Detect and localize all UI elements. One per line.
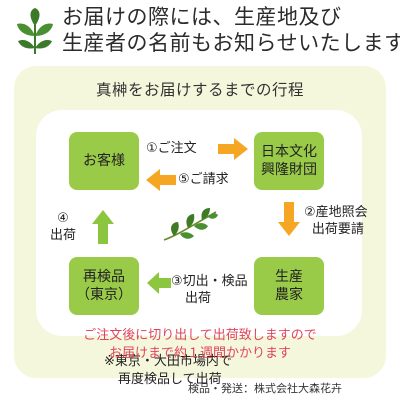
sakaki-leaf-logo-icon xyxy=(17,8,53,54)
arrow-request-down xyxy=(278,202,300,236)
step-5-label: ⑤ご請求 xyxy=(178,172,229,187)
arrow-order-right xyxy=(218,138,248,160)
step-2-label: ②産地照会 出荷要請 xyxy=(304,205,368,237)
arrow-ship-left xyxy=(147,272,171,294)
node-customer: お客様 xyxy=(69,132,139,190)
arrow-ship-up xyxy=(92,210,114,244)
node-culture-foundation: 日本文化 興隆財団 xyxy=(254,132,324,190)
reinspection-note: ※東京・大田市場内で 再度検品して出荷 xyxy=(104,354,232,387)
arrow-invoice-left xyxy=(146,169,176,191)
step-4-label: ④ 出荷 xyxy=(50,211,77,243)
headline-line-1: お届けの際には、生産地及び xyxy=(62,5,342,29)
header: お届けの際には、生産地及び 生産者の名前もお知らせいたします xyxy=(0,0,400,62)
footer-credit: 検品・発送：株式会社大森花卉 xyxy=(188,382,342,395)
process-panel: 真榊をお届けするまでの行程 お客様 日本文化 興隆財団 再検品 （東京） 生産 … xyxy=(14,66,386,387)
node-reinspection-tokyo: 再検品 （東京） xyxy=(69,257,139,315)
headline-line-2: 生産者の名前もお知らせいたします xyxy=(62,31,400,55)
sakaki-branch-icon xyxy=(163,208,218,241)
panel-title: 真榊をお届けするまでの行程 xyxy=(95,81,304,99)
flow-diagram: お客様 日本文化 興隆財団 再検品 （東京） 生産 農家 ①ご注文 xyxy=(36,110,368,336)
delivery-note-line-1: ご注文後に切り出して出荷致しますので xyxy=(83,328,317,343)
step-1-label: ①ご注文 xyxy=(146,141,197,156)
node-farmer: 生産 農家 xyxy=(254,257,324,315)
delivery-note-line-2: お届けまで約１週間かかります xyxy=(108,346,291,361)
step-3-label: ③切出・検品 出荷 xyxy=(171,274,248,306)
